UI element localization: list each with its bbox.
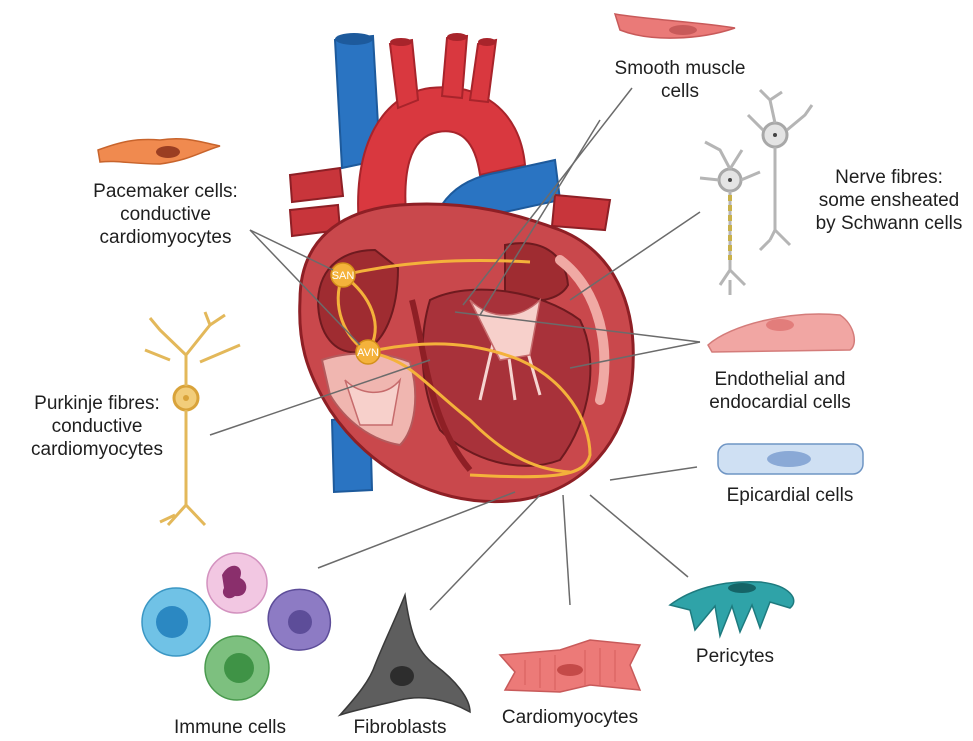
immune-cells-icon	[142, 553, 330, 700]
carotid-opening	[447, 33, 467, 41]
san-label: SAN	[332, 270, 355, 282]
cardiomyocyte-icon	[500, 640, 640, 692]
leader-immune	[318, 492, 515, 568]
leader-fibroblasts	[430, 495, 540, 610]
brachiocephalic-artery	[390, 40, 418, 108]
label-immune-cells: Immune cells	[160, 716, 300, 739]
label-epicardial-cells: Epicardial cells	[710, 484, 870, 507]
pulmonary-vein-right	[552, 195, 610, 230]
label-endothelial-cells: Endothelial and endocardial cells	[690, 368, 870, 414]
heart-illustration: SAN AVN	[290, 33, 633, 502]
subclavian-opening	[478, 38, 496, 46]
label-pericytes: Pericytes	[680, 645, 790, 668]
brachiocephalic-opening	[390, 38, 412, 46]
san-node: SAN	[331, 263, 355, 287]
label-nerve-fibres: Nerve fibres: some ensheated by Schwann …	[805, 166, 973, 235]
leader-pericytes	[590, 495, 688, 577]
pulmonary-vein-left	[290, 168, 343, 202]
pacemaker-cell-icon	[98, 139, 220, 164]
label-cardiomyocytes: Cardiomyocytes	[490, 706, 650, 729]
superior-vena-cava-opening	[335, 33, 373, 45]
label-purkinje-fibres: Purkinje fibres: conductive cardiomyocyt…	[12, 392, 182, 461]
leader-cardiomyocytes	[563, 495, 570, 605]
label-fibroblasts: Fibroblasts	[335, 716, 465, 739]
subclavian-artery	[470, 40, 496, 102]
epicardial-cell-icon	[718, 444, 863, 474]
fibroblast-icon	[340, 595, 470, 715]
carotid-artery	[442, 36, 467, 98]
leader-epicardial	[610, 467, 697, 480]
pericyte-icon	[670, 582, 794, 636]
avn-label: AVN	[357, 347, 379, 359]
label-smooth-muscle-cells: Smooth muscle cells	[600, 57, 760, 103]
label-pacemaker-cells: Pacemaker cells: conductive cardiomyocyt…	[78, 180, 253, 249]
smooth-muscle-cell-icon	[615, 14, 735, 38]
nerve-cell-icon	[700, 90, 812, 295]
endothelial-cell-icon	[708, 314, 854, 352]
